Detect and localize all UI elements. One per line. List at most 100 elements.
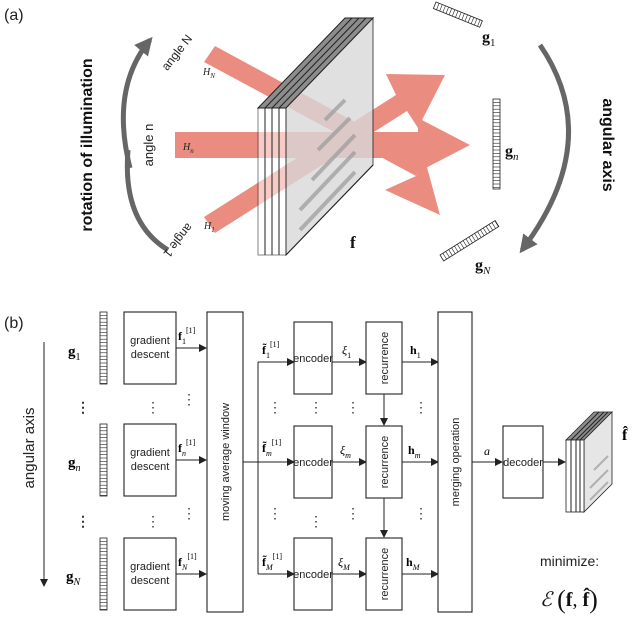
detector-cell	[436, 3, 440, 10]
svg-text:ξm: ξm	[340, 443, 351, 460]
detector-cell	[457, 244, 462, 251]
g1-label: g1	[482, 29, 496, 49]
detector-cell	[480, 229, 485, 236]
a-label: a	[484, 444, 490, 458]
branch-lines	[243, 358, 295, 578]
detector-cell	[458, 12, 462, 19]
f-initial-N: fN[1]	[176, 552, 207, 578]
vdots-gd-2: ⋮	[146, 513, 160, 529]
svg-text:moving average window: moving average window	[220, 403, 232, 521]
beam-N-head	[385, 160, 440, 215]
vdots-xi-2: ⋮	[346, 505, 360, 521]
detector-cell	[485, 226, 491, 233]
svg-text:encoder: encoder	[293, 457, 333, 469]
detector-cell	[451, 247, 456, 254]
detector-cell	[474, 18, 478, 26]
svg-text:gradient: gradient	[130, 561, 170, 573]
vdots-ft-1: ⋮	[268, 399, 282, 415]
svg-text:merging operation: merging operation	[450, 418, 462, 507]
ftilde-m: f̃m[1]	[262, 438, 281, 458]
h-m: hm	[402, 443, 439, 466]
detector-cell	[494, 220, 499, 227]
svg-text:recurrence: recurrence	[379, 436, 391, 489]
decoder: decoder	[502, 425, 544, 499]
detector-cell	[452, 9, 456, 17]
detector-cell	[442, 253, 447, 260]
output-fhat-label: f̂	[622, 425, 628, 444]
minimize-label: minimize:	[540, 553, 599, 569]
gN-label: gN	[475, 257, 491, 277]
angular-axis-label-a: angular axis	[599, 98, 616, 191]
slab-pattern	[298, 98, 357, 232]
svg-text:hm: hm	[408, 443, 421, 460]
detector-cell	[442, 5, 446, 13]
encoder-m: encoder	[293, 425, 333, 499]
beam-1-label: H1	[203, 221, 215, 234]
recurrence-1: recurrence	[365, 321, 403, 395]
object-slab	[256, 16, 375, 257]
detector-cell	[491, 222, 496, 229]
recurrence-M: recurrence	[365, 537, 403, 611]
detector-cell	[464, 14, 468, 22]
vdots-ft-2: ⋮	[268, 505, 282, 521]
svg-text:gradient: gradient	[130, 335, 170, 347]
detector-mid	[492, 98, 501, 190]
ftilde-1: f̃1[1]	[262, 340, 280, 360]
recurrence-m: recurrence	[365, 425, 403, 499]
vdots-g-1: ⋮	[76, 399, 90, 415]
measurement-strip-2	[99, 423, 108, 497]
detector-cell	[477, 231, 482, 238]
detector-cell	[467, 15, 471, 23]
beam-n-label: Hn	[182, 142, 194, 155]
svg-text:recurrence: recurrence	[379, 332, 391, 385]
h-1: h1	[402, 343, 439, 366]
xi-m: ξm	[332, 443, 367, 466]
ellipsis-f-1: ⋮	[182, 391, 196, 407]
beam-N-label: HN	[202, 67, 215, 80]
vdots-enc-2: ⋮	[309, 513, 323, 529]
detector-cell	[468, 236, 473, 244]
encoder-1: encoder	[293, 321, 333, 395]
h-M: hM	[402, 555, 439, 578]
svg-text:fn[1]: fn[1]	[178, 438, 196, 458]
detector-bot	[439, 220, 500, 262]
svg-text:recurrence: recurrence	[379, 548, 391, 601]
gn-label: gn	[505, 143, 519, 163]
svg-text:descent: descent	[131, 349, 170, 361]
detector-cell	[461, 13, 465, 21]
g-row-1: g1	[68, 344, 81, 363]
svg-text:decoder: decoder	[503, 457, 543, 469]
svg-text:descent: descent	[131, 575, 170, 587]
svg-text:gradient: gradient	[130, 447, 170, 459]
detector-cell	[445, 6, 449, 14]
ftilde-M: f̃M[1]	[262, 552, 282, 572]
g-row-n: gn	[68, 455, 81, 474]
svg-text:encoder: encoder	[293, 353, 333, 365]
measurement-strip-1	[99, 311, 108, 385]
detector-cell	[445, 251, 450, 258]
f-initial-n: fn[1]	[176, 438, 207, 464]
vdots-enc-1: ⋮	[309, 399, 323, 415]
detector-cell	[448, 8, 453, 15]
detector-cell	[439, 4, 443, 12]
detector-cell	[482, 227, 488, 235]
detector-cell	[470, 17, 475, 24]
detector-cell	[488, 224, 493, 231]
panel-b-label: (b)	[4, 315, 24, 332]
svg-text:h1: h1	[410, 343, 421, 360]
svg-text:ξM: ξM	[338, 555, 351, 572]
encoder-M: encoder	[293, 537, 333, 611]
angular-axis-label-b: angular axis	[21, 408, 38, 489]
detector-cell	[465, 238, 470, 245]
moving-average-window: moving average window	[206, 311, 244, 613]
loss-expression: ℰ (f, f̂)	[540, 585, 598, 614]
gradient-descent-1: gradient descent	[123, 311, 177, 385]
svg-text:descent: descent	[131, 461, 170, 473]
gradient-descent-n: gradient descent	[123, 423, 177, 497]
measurement-strip-3	[99, 537, 108, 611]
detector-cell	[474, 233, 479, 240]
vdots-h-1: ⋮	[414, 399, 428, 415]
angle-n-label: angle n	[141, 124, 156, 167]
panel-a-label: (a)	[4, 7, 24, 24]
